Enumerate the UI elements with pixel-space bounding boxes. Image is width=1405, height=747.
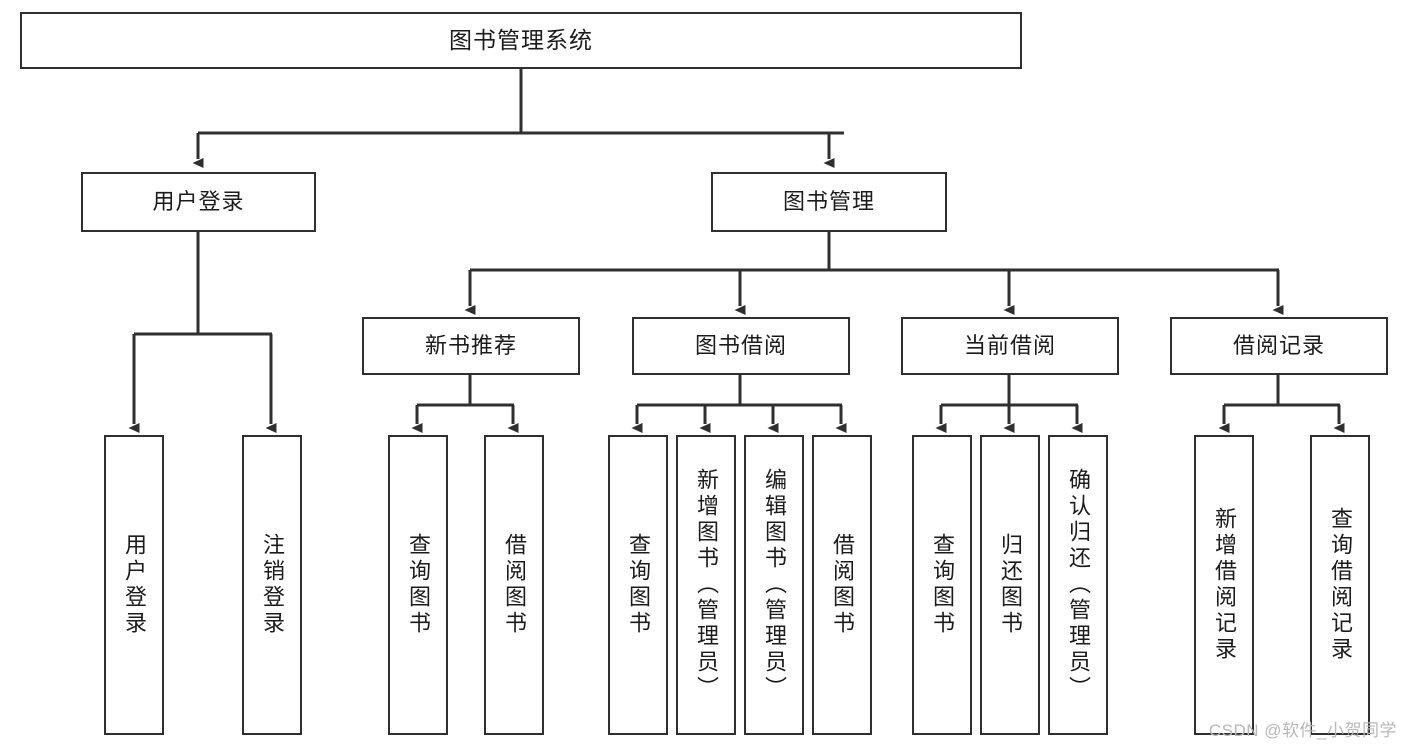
node-label: 查询图书 — [626, 533, 651, 637]
leaf-borrow-query-book[interactable]: 查询图书 — [608, 435, 668, 735]
leaf-borrow-borrow-book[interactable]: 借阅图书 — [812, 435, 872, 735]
node-new-book-recommend[interactable]: 新书推荐 — [362, 317, 580, 375]
node-label: 注销登录 — [260, 533, 285, 637]
leaf-record-query-record[interactable]: 查询借阅记录 — [1310, 435, 1370, 735]
leaf-new-book-query[interactable]: 查询图书 — [388, 435, 448, 735]
node-label: 借阅图书 — [502, 533, 527, 637]
node-label: 查询图书 — [930, 533, 955, 637]
leaf-user-login-signout[interactable]: 注销登录 — [242, 435, 302, 735]
node-label: 确认归还（管理员） — [1066, 468, 1091, 702]
leaf-new-book-borrow[interactable]: 借阅图书 — [484, 435, 544, 735]
node-user-login[interactable]: 用户登录 — [81, 172, 316, 232]
node-label: 图书借阅 — [694, 333, 787, 359]
node-label: 新书推荐 — [424, 333, 517, 359]
node-label: 借阅记录 — [1232, 333, 1325, 359]
leaf-borrow-add-book-admin[interactable]: 新增图书（管理员） — [676, 435, 736, 735]
node-label: 图书管理系统 — [449, 26, 593, 53]
csdn-watermark: CSDN @软件_小贺同学 — [1208, 721, 1397, 740]
node-current-borrow[interactable]: 当前借阅 — [901, 317, 1119, 375]
node-label: 新增图书（管理员） — [694, 468, 719, 702]
leaf-current-confirm-return-admin[interactable]: 确认归还（管理员） — [1048, 435, 1108, 735]
node-label: 编辑图书（管理员） — [762, 468, 787, 702]
node-label: 图书管理 — [782, 189, 875, 215]
node-label: 查询借阅记录 — [1328, 507, 1353, 663]
leaf-user-login-signin[interactable]: 用户登录 — [104, 435, 164, 735]
node-label: 借阅图书 — [830, 533, 855, 637]
node-label: 用户登录 — [152, 189, 245, 215]
node-label: 归还图书 — [998, 533, 1023, 637]
node-root-system[interactable]: 图书管理系统 — [20, 12, 1022, 69]
node-book-management[interactable]: 图书管理 — [711, 172, 947, 232]
node-borrow-record[interactable]: 借阅记录 — [1170, 317, 1388, 375]
node-label: 当前借阅 — [963, 333, 1056, 359]
leaf-current-query-book[interactable]: 查询图书 — [912, 435, 972, 735]
leaf-current-return-book[interactable]: 归还图书 — [980, 435, 1040, 735]
node-book-borrow[interactable]: 图书借阅 — [632, 317, 850, 375]
leaf-borrow-edit-book-admin[interactable]: 编辑图书（管理员） — [744, 435, 804, 735]
node-label: 用户登录 — [122, 533, 147, 637]
node-label: 查询图书 — [406, 533, 431, 637]
node-label: 新增借阅记录 — [1212, 507, 1237, 663]
leaf-record-add-record[interactable]: 新增借阅记录 — [1194, 435, 1254, 735]
